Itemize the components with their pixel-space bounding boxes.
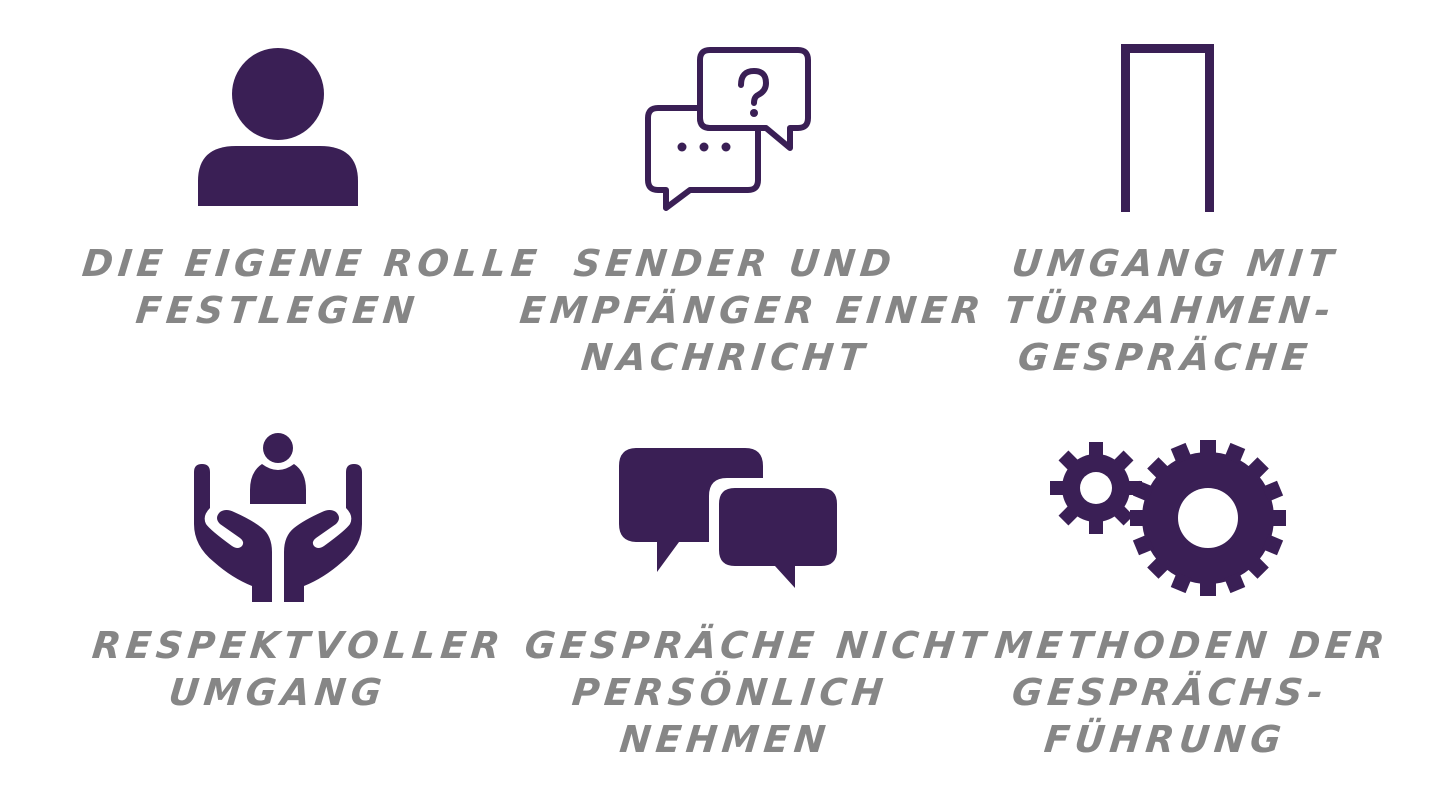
item-label-3: UMGANG MIT TÜRRAHMEN- GESPRÄCHE: [1002, 242, 1341, 379]
item-label-1: DIE EIGENE ROLLE FESTLEGEN: [80, 242, 544, 332]
speech-bubbles-filled-icon: [617, 446, 841, 591]
gears-icon: [1048, 440, 1288, 600]
item-label-4: RESPEKTVOLLER UMGANG: [90, 624, 507, 714]
chat-question-outline-icon: [640, 40, 820, 215]
item-label-5: GESPRÄCHE NICHT PERSÖNLICH NEHMEN: [522, 624, 992, 761]
person-icon: [196, 46, 360, 210]
door-frame-icon: [1121, 44, 1214, 212]
hands-holding-person-icon: [192, 432, 364, 604]
item-label-2: SENDER UND EMPFÄNGER EINER NACHRICHT: [517, 242, 988, 379]
item-label-6: METHODEN DER GESPRÄCHS- FÜHRUNG: [992, 624, 1392, 761]
